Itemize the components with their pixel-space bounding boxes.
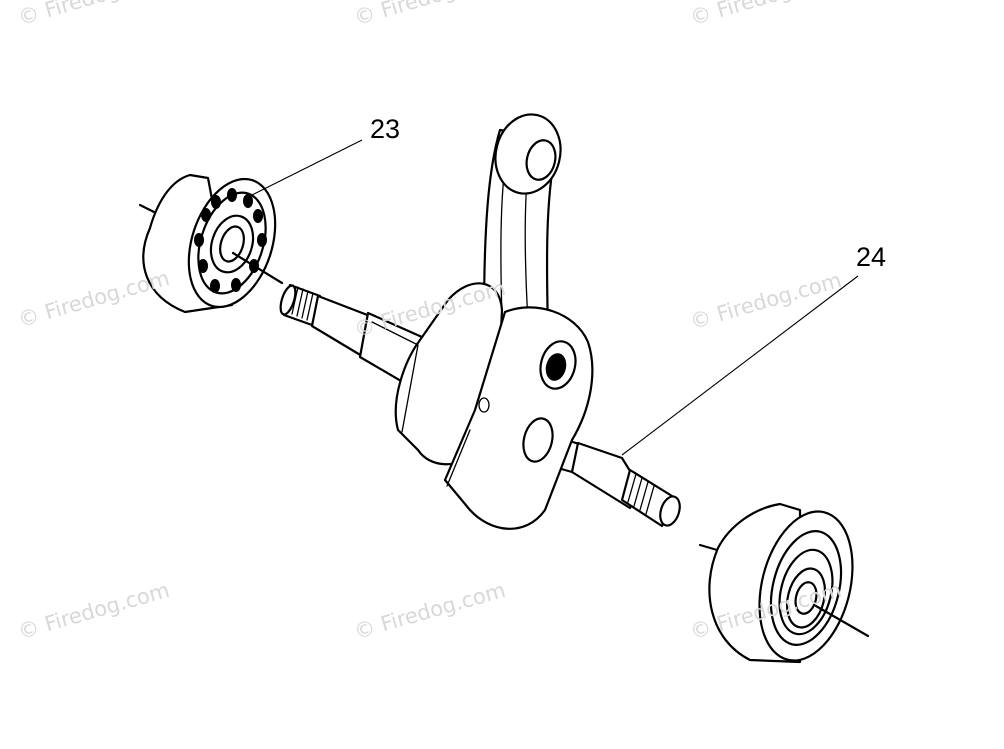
callout-24: 24 bbox=[856, 242, 887, 272]
leader-line-23 bbox=[247, 139, 363, 198]
bearing-24 bbox=[698, 502, 870, 664]
crank-webs bbox=[394, 282, 594, 530]
callout-23: 23 bbox=[370, 114, 401, 144]
connecting-rod bbox=[482, 113, 562, 332]
crankshaft-left-shaft bbox=[279, 283, 442, 397]
bearing-23 bbox=[138, 173, 284, 314]
leader-line-24 bbox=[621, 275, 859, 456]
